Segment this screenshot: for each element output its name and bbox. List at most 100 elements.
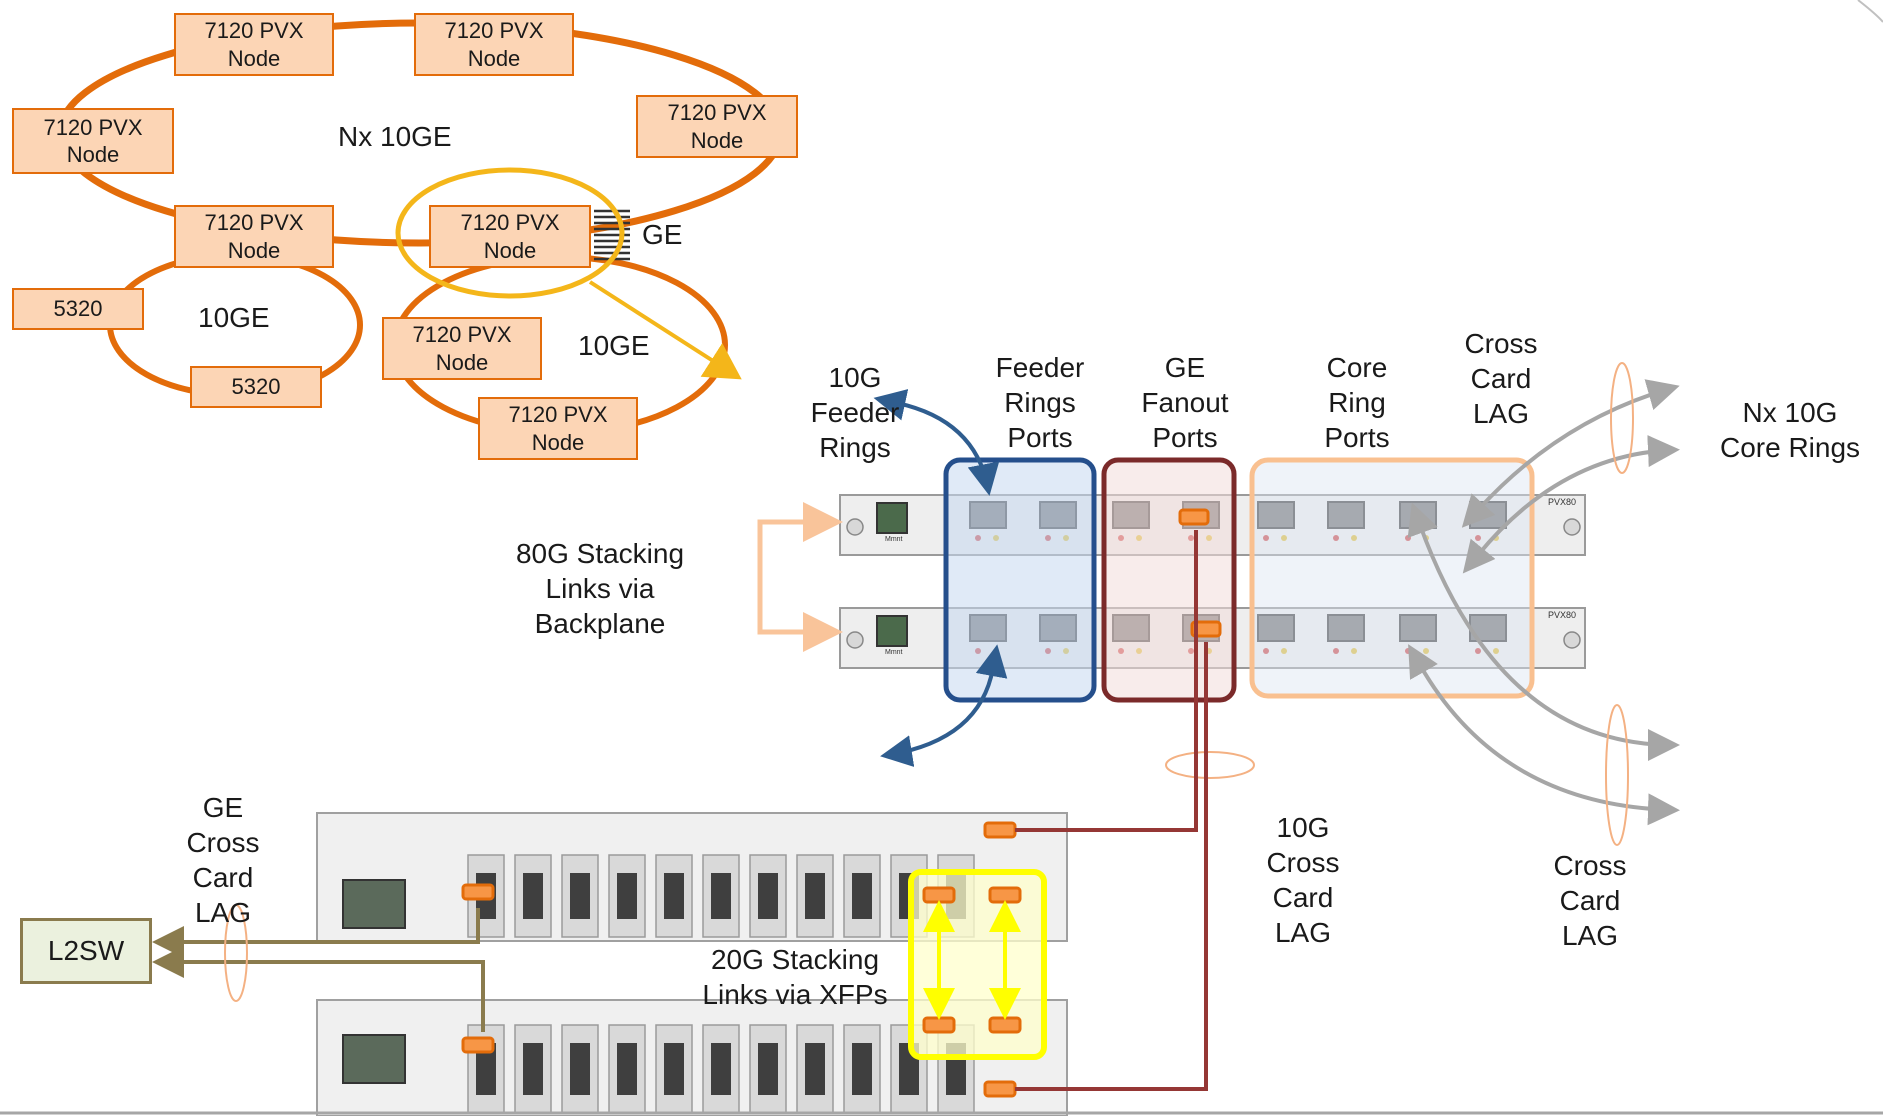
port-led [1351, 648, 1357, 654]
xfp-stacking-ports [461, 821, 1022, 1098]
stacking-80g-label: 80G Stacking Links via Backplane [500, 536, 700, 641]
label-line: Cross [186, 827, 260, 858]
label-line: Cross [1464, 328, 1538, 359]
label-line: LAG [194, 897, 252, 928]
node-line1: 7120 PVX [204, 18, 304, 43]
label-line: Feeder [995, 352, 1085, 383]
xfp-port [1327, 501, 1365, 529]
port-led [1263, 535, 1269, 541]
node-5320-label: 5320 [53, 296, 103, 322]
module-brand-bottom: PVX80 [1548, 610, 1576, 620]
label-line: 10G [828, 362, 882, 393]
label-line: Rings [819, 432, 891, 463]
backplane-stacking-arrows [757, 502, 843, 652]
mgmt-label-top: Mmnt [885, 536, 903, 543]
node-line1: 7120 PVX [508, 402, 608, 427]
label-line: 10G [1276, 812, 1330, 843]
corner-accent [1857, 0, 1883, 23]
port-led [1333, 535, 1339, 541]
core-ports-label: Core Ring Ports [1302, 350, 1412, 455]
cross-10g-lag-label: 10G Cross Card LAG [1248, 810, 1358, 950]
feeder-arrow-bottom [880, 644, 1008, 767]
right-ring-label: 10GE [578, 330, 650, 361]
label-line: Ports [1152, 422, 1218, 453]
nx10g-core-label: Nx 10G Core Rings [1710, 395, 1870, 465]
sfp-cage [758, 873, 778, 919]
l2-switch-box: L2SW [20, 918, 152, 984]
feeder-arrow-top [873, 389, 1000, 496]
label-line: Ring [1328, 387, 1386, 418]
sfp-slot [655, 1024, 693, 1114]
left-ring-label: 10GE [198, 302, 270, 333]
label-line: Cross [1553, 850, 1627, 881]
label-line: Card [1470, 363, 1532, 394]
cross-card-lag-top-label: Cross Card LAG [1446, 326, 1556, 431]
label-line: LAG [1472, 398, 1530, 429]
node-line2: Node [66, 142, 120, 167]
label-line: Links via [545, 573, 655, 604]
node-5320-label: 5320 [231, 374, 281, 400]
node-line1: 7120 PVX [460, 210, 560, 235]
node-line2: Node [531, 429, 585, 455]
sfp-cage [852, 1043, 872, 1095]
mgmt-ports [876, 502, 908, 647]
node-line2: Node [690, 127, 744, 153]
ge-cross-links [152, 908, 485, 1032]
sfp-cage [617, 873, 637, 919]
feeder-10g-label: 10G Feeder Rings [800, 360, 910, 465]
sfp-cage [758, 1043, 778, 1095]
ge-label: GE [642, 219, 683, 250]
label-line: Core Rings [1719, 432, 1861, 463]
ge-fanout-label: GE Fanout Ports [1130, 350, 1240, 455]
node-line1: 7120 PVX [667, 100, 767, 125]
node-line2: Node [467, 45, 521, 71]
label-line: Fanout [1141, 387, 1229, 418]
xfp-port [1257, 501, 1295, 529]
lag-ellipse-bottom [1605, 704, 1629, 846]
ge-fanout-lines [594, 209, 630, 261]
node-5320-box: 5320 [12, 288, 144, 330]
sfp-cage [664, 873, 684, 919]
ge-fanout-box [1101, 457, 1237, 703]
port-led [1281, 648, 1287, 654]
lag-ellipse-10g [1165, 751, 1255, 779]
node-line2: Node [227, 45, 281, 71]
sfp-cage [852, 873, 872, 919]
node-line1: 7120 PVX [412, 322, 512, 347]
label-line: Cross [1266, 847, 1340, 878]
stacking-20g-label: 20G Stacking Links via XFPs [685, 942, 905, 1012]
sfp-cage [711, 873, 731, 919]
label-line: Card [1272, 882, 1334, 913]
sfp-slot [702, 1024, 740, 1114]
node-line1: 7120 PVX [204, 210, 304, 235]
label-line: LAG [1274, 917, 1332, 948]
label-line: Backplane [534, 608, 666, 639]
node-line2: Node [483, 237, 537, 263]
node-line1: 7120 PVX [43, 114, 143, 140]
label-line: Ports [1324, 422, 1390, 453]
sfp-cage [805, 1043, 825, 1095]
node-line2: Node [227, 237, 281, 263]
sfp-cage [570, 873, 590, 919]
sfp-cage [523, 1043, 543, 1095]
port-led [1333, 648, 1339, 654]
node-5320-box: 5320 [190, 366, 322, 408]
node-line2: Node [435, 349, 489, 375]
sfp-cage [711, 1043, 731, 1095]
feeder-ports-box [943, 457, 1097, 703]
xfp-stacking-arrows [923, 900, 1021, 1020]
sfp-cage [523, 873, 543, 919]
sfp-cage [617, 1043, 637, 1095]
label-line: LAG [1561, 920, 1619, 951]
cross-card-lag-bottom-label: Cross Card LAG [1535, 848, 1645, 953]
module-brand-top: PVX80 [1548, 497, 1576, 507]
highlight-ellipse [395, 167, 625, 299]
